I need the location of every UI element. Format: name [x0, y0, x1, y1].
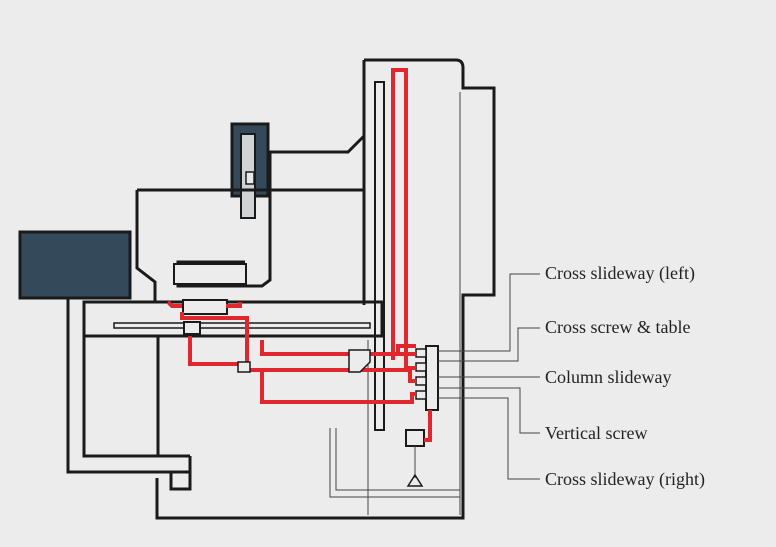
table-slide [113, 322, 371, 329]
head-window [173, 263, 247, 285]
tee-fitting [237, 361, 251, 373]
monitor-arm [66, 298, 192, 474]
distributor-ports [415, 348, 427, 400]
label-cross-slideway-left: Cross slideway (left) [545, 263, 695, 283]
foot-block [169, 470, 192, 491]
column-bracket [348, 349, 371, 373]
spindle-bracket [245, 171, 255, 185]
leader-lines [438, 273, 540, 480]
distribution-manifold [425, 345, 439, 411]
vertical-slideway [374, 81, 385, 431]
chip-chute [329, 428, 460, 498]
control-monitor [18, 230, 132, 300]
chip-chute-inner [335, 428, 460, 491]
saddle-block [182, 299, 228, 315]
label-vertical-screw: Vertical screw [545, 423, 648, 443]
nut-block [183, 321, 201, 335]
label-column-slideway: Column slideway [545, 367, 672, 387]
pump-filter-icon [406, 473, 424, 487]
column-outline [155, 58, 496, 520]
table-top-plate [82, 300, 384, 338]
label-cross-screw-table: Cross screw & table [545, 317, 691, 337]
lubrication-pump [405, 429, 425, 447]
lower-cabinet [82, 334, 160, 458]
label-cross-slideway-right: Cross slideway (right) [545, 469, 705, 489]
lubrication-lines [166, 68, 432, 442]
